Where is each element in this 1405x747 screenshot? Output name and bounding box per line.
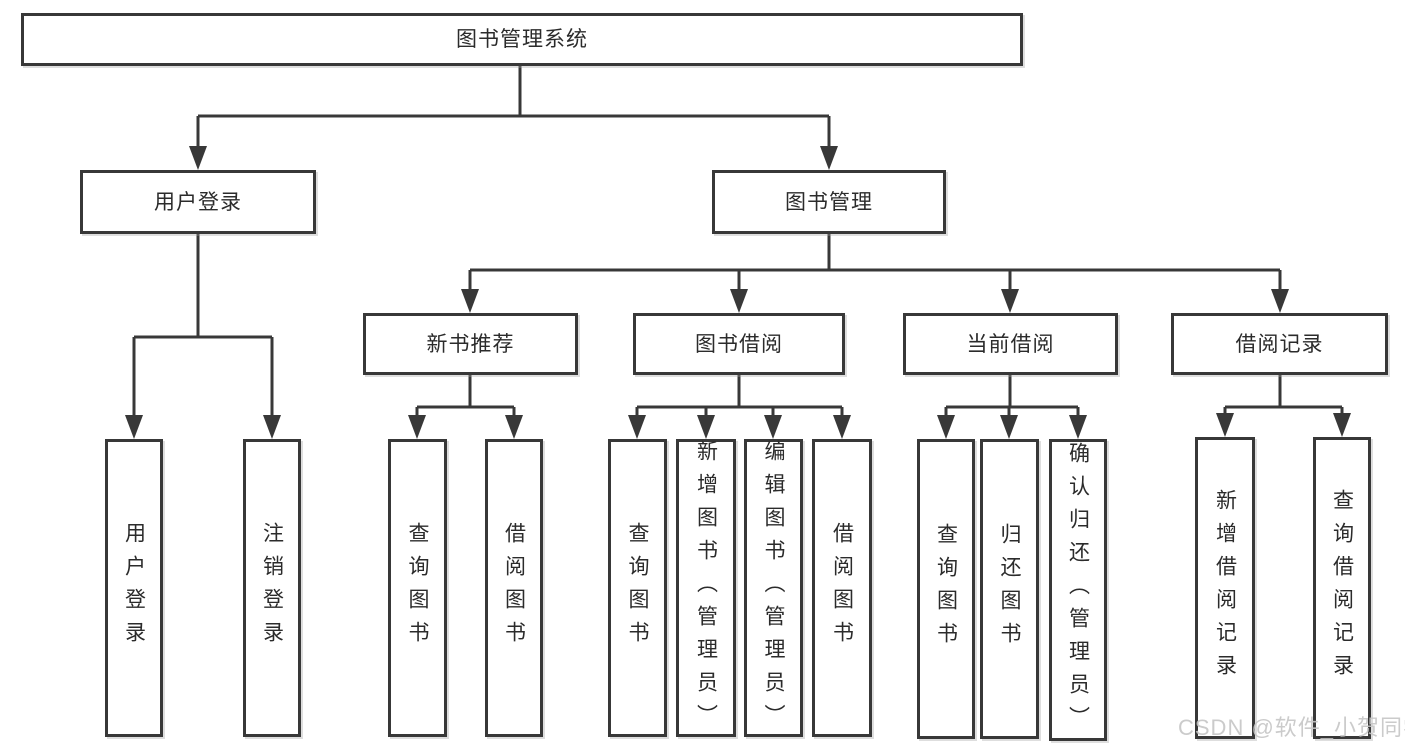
leaf-add-borrow-record: 新增借阅记录 bbox=[1195, 437, 1255, 739]
connector-book-borrow bbox=[628, 375, 851, 439]
connector-new-book-recommend bbox=[408, 375, 523, 439]
arrowhead-icon bbox=[697, 415, 715, 439]
leaf-user-login: 用户登录 bbox=[105, 439, 163, 737]
node-label: 图书管理 bbox=[785, 190, 873, 214]
arrowhead-icon bbox=[937, 415, 955, 439]
node-label: 新书推荐 bbox=[426, 332, 515, 356]
arrowhead-icon bbox=[833, 415, 851, 439]
leaf-label: 借阅图书 bbox=[502, 522, 526, 654]
leaf-label: 确认归还（管理员） bbox=[1066, 441, 1090, 739]
leaf-query-books-recommend: 查询图书 bbox=[388, 439, 447, 737]
arrowhead-icon bbox=[1271, 289, 1289, 313]
arrowhead-icon bbox=[820, 146, 838, 170]
node-user-login: 用户登录 bbox=[80, 170, 316, 234]
arrowhead-icon bbox=[1000, 415, 1018, 439]
leaf-borrow-books: 借阅图书 bbox=[812, 439, 872, 737]
node-label: 图书管理系统 bbox=[456, 28, 588, 51]
connector-root-to-level2 bbox=[189, 66, 838, 170]
arrowhead-icon bbox=[505, 415, 523, 439]
arrowhead-icon bbox=[764, 415, 782, 439]
leaf-query-books-borrow: 查询图书 bbox=[608, 439, 667, 737]
node-book-borrow: 图书借阅 bbox=[633, 313, 845, 375]
leaf-return-book: 归还图书 bbox=[980, 439, 1039, 739]
arrowhead-icon bbox=[263, 415, 281, 439]
leaf-label: 用户登录 bbox=[122, 522, 146, 654]
node-label: 用户登录 bbox=[154, 190, 242, 214]
connector-current-borrow bbox=[937, 375, 1087, 439]
leaf-label: 查询图书 bbox=[626, 522, 649, 654]
node-borrow-records: 借阅记录 bbox=[1171, 313, 1388, 375]
arrowhead-icon bbox=[1333, 413, 1351, 437]
node-current-borrow: 当前借阅 bbox=[903, 313, 1118, 375]
leaf-label: 编辑图书（管理员） bbox=[762, 439, 785, 737]
leaf-add-book-admin: 新增图书（管理员） bbox=[676, 439, 736, 737]
node-label: 当前借阅 bbox=[966, 332, 1055, 356]
arrowhead-icon bbox=[461, 289, 479, 313]
arrowhead-icon bbox=[1001, 289, 1019, 313]
leaf-query-books-current: 查询图书 bbox=[917, 439, 975, 739]
node-label: 图书借阅 bbox=[695, 332, 783, 356]
leaf-label: 注销登录 bbox=[260, 522, 284, 654]
node-book-management: 图书管理 bbox=[712, 170, 946, 234]
leaf-label: 查询图书 bbox=[934, 523, 958, 655]
leaf-label: 查询图书 bbox=[406, 522, 429, 654]
arrowhead-icon bbox=[1216, 413, 1234, 437]
leaf-borrow-books-recommend: 借阅图书 bbox=[485, 439, 543, 737]
node-label: 借阅记录 bbox=[1235, 332, 1324, 356]
leaf-confirm-return-admin: 确认归还（管理员） bbox=[1049, 439, 1107, 741]
connector-user-login bbox=[125, 234, 281, 439]
leaf-edit-book-admin: 编辑图书（管理员） bbox=[744, 439, 803, 737]
node-library-management-system: 图书管理系统 bbox=[21, 13, 1023, 66]
leaf-label: 借阅图书 bbox=[830, 522, 854, 654]
leaf-logout: 注销登录 bbox=[243, 439, 301, 737]
leaf-label: 查询借阅记录 bbox=[1330, 489, 1354, 687]
leaf-query-borrow-record: 查询借阅记录 bbox=[1313, 437, 1371, 739]
arrowhead-icon bbox=[730, 289, 748, 313]
leaf-label: 新增图书（管理员） bbox=[694, 439, 718, 737]
arrowhead-icon bbox=[408, 415, 426, 439]
node-new-book-recommend: 新书推荐 bbox=[363, 313, 578, 375]
arrowhead-icon bbox=[1069, 415, 1087, 439]
leaf-label: 新增借阅记录 bbox=[1213, 489, 1237, 687]
arrowhead-icon bbox=[125, 415, 143, 439]
watermark: CSDN @软件_小贺同学 bbox=[1178, 715, 1405, 740]
connector-borrow-records bbox=[1216, 375, 1351, 437]
arrowhead-icon bbox=[189, 146, 207, 170]
leaf-label: 归还图书 bbox=[998, 523, 1021, 655]
connector-book-management bbox=[461, 234, 1289, 313]
arrowhead-icon bbox=[628, 415, 646, 439]
